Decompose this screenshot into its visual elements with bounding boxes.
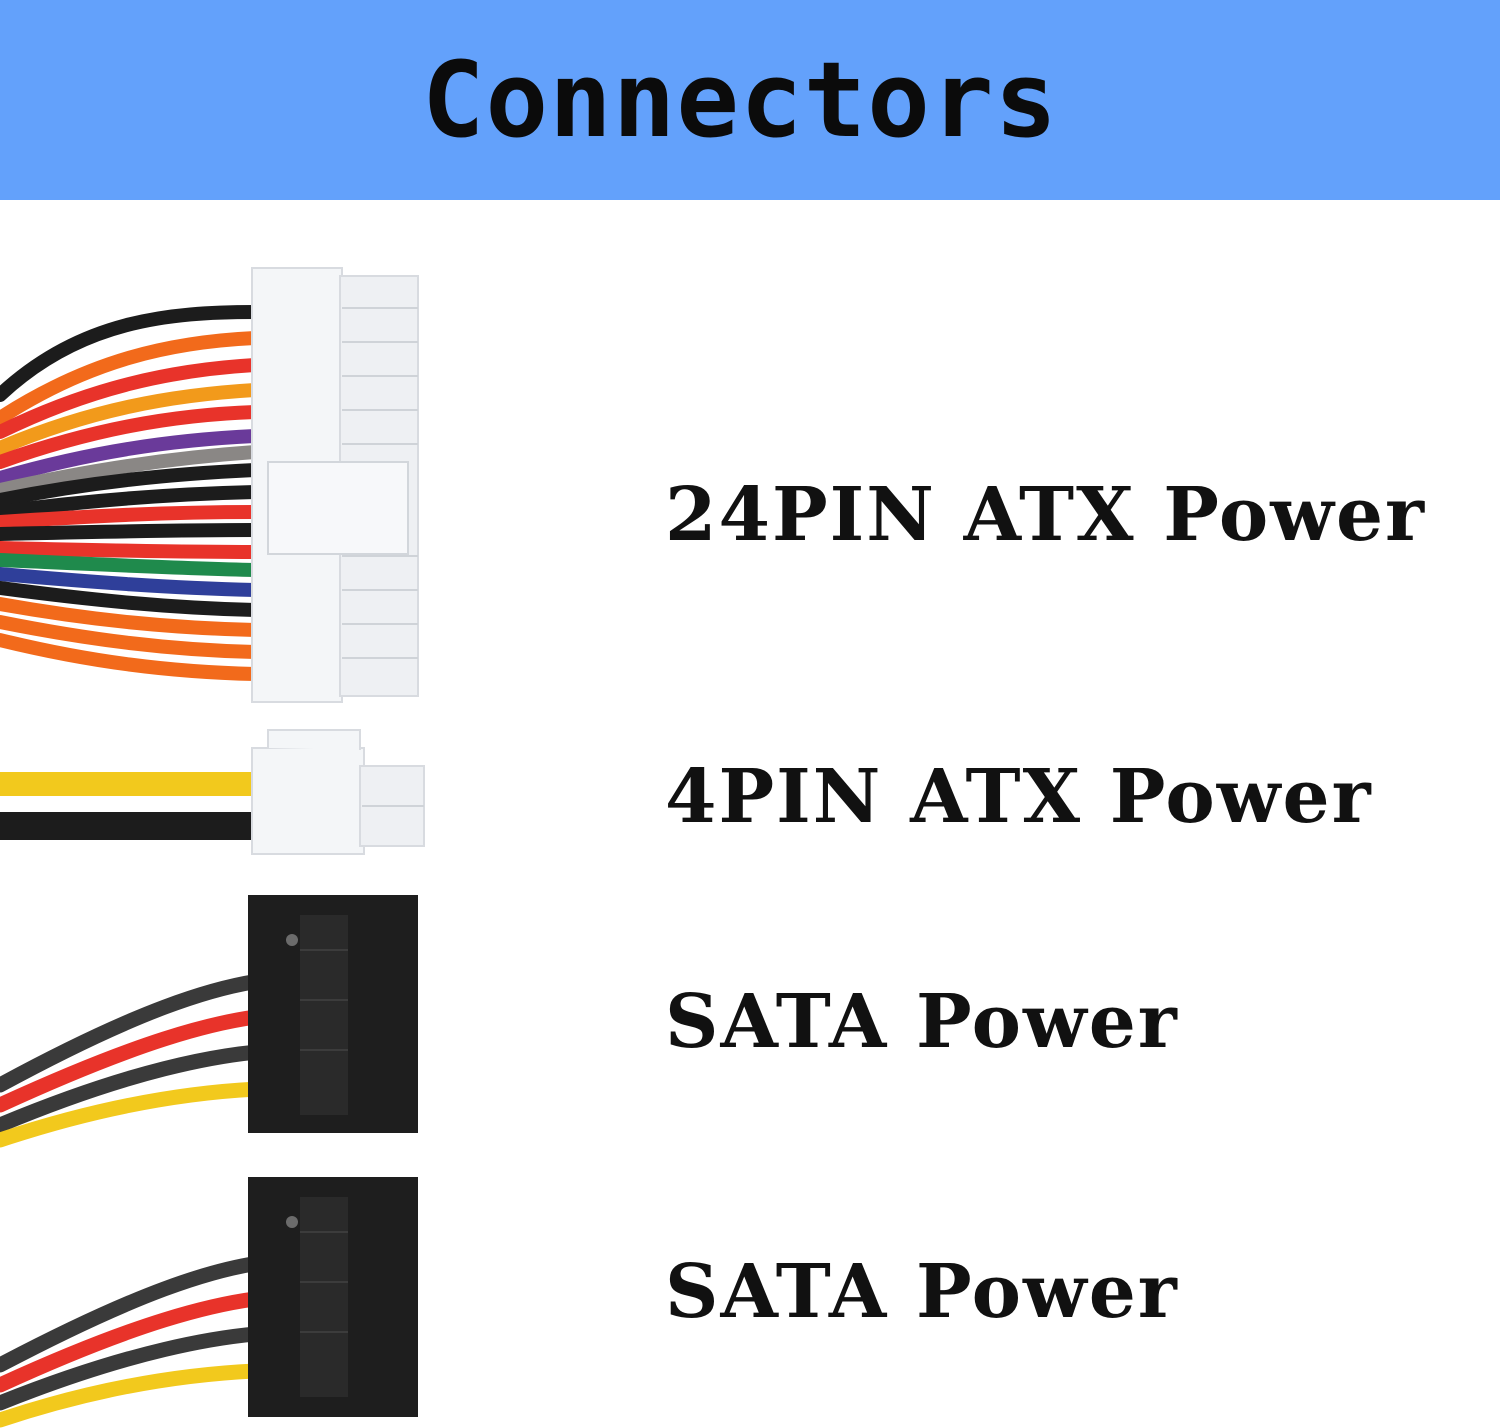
atx-4pin-connector-icon — [0, 729, 425, 855]
page-title: Connectors — [421, 39, 1059, 161]
connector-label-24pin: 24PIN ATX Power — [665, 472, 1427, 558]
connector-label-4pin: 4PIN ATX Power — [665, 754, 1373, 840]
header-banner: Connectors — [0, 0, 1500, 200]
sata-connector-icon — [0, 1177, 418, 1428]
sata-connector-icon — [0, 895, 418, 1148]
connector-label-sata: SATA Power — [665, 1249, 1179, 1335]
connector-label-sata: SATA Power — [665, 979, 1179, 1065]
atx-24pin-connector-icon — [0, 267, 419, 703]
